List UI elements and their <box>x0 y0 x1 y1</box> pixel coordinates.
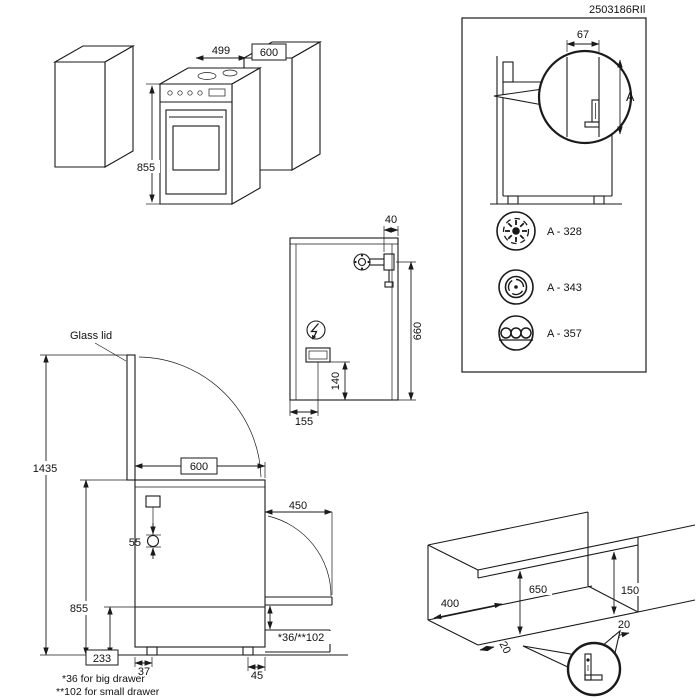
gas-burner-icon <box>502 217 530 245</box>
door-window <box>172 125 220 171</box>
display-window <box>208 88 226 97</box>
dim-width-box <box>251 43 287 61</box>
cooker-body <box>134 479 266 648</box>
front-view-dimensions: 1435 600 855 233 55 450 * <box>28 354 333 682</box>
dim-niche-height: 650 <box>529 584 547 596</box>
dim-gas-edge-offset: 40 <box>385 214 397 226</box>
knob-icon <box>187 90 193 96</box>
dim-open-door: 450 <box>289 500 307 512</box>
niche-view: 650 400 150 20 20 <box>427 511 696 697</box>
gas-inlet-icon <box>353 253 395 288</box>
front-view: Glass lid 1435 600 855 <box>28 330 348 698</box>
lightning-bolt-icon <box>310 323 319 339</box>
dim-side-offset: 55 <box>129 537 141 549</box>
dim-front-height: 855 <box>70 603 88 615</box>
dim-terminal-height: 140 <box>330 372 342 390</box>
dim-terminal-offset: 155 <box>295 416 313 428</box>
foot <box>593 195 605 205</box>
dim-width-box <box>180 457 218 475</box>
detail-panel: 67 A A - 328 <box>461 17 647 373</box>
anti-tilt-bracket-icon <box>584 653 603 681</box>
oven-door <box>165 109 227 195</box>
niche-structure <box>427 511 696 646</box>
hob-option-coil: A - 357 <box>498 315 582 351</box>
hob-option-electric-plate: A - 343 <box>498 269 582 305</box>
open-door <box>265 515 333 606</box>
lid-swing-arc <box>138 356 262 478</box>
dim-cooker-height: 855 <box>137 162 155 174</box>
callout-circle <box>537 49 633 145</box>
dim-niche-depth: 400 <box>441 598 459 610</box>
dim-bracket-left: 20 <box>496 639 512 655</box>
rear-view-dimensions: 40 660 140 155 <box>289 214 424 428</box>
dim-letter-a: A <box>626 90 635 104</box>
hob-option-gas: A - 328 <box>496 211 582 251</box>
hob-ring-icon <box>222 69 238 77</box>
foot <box>507 195 519 205</box>
cooker-isometric <box>157 67 263 205</box>
rear-foot <box>146 646 158 656</box>
glass-lid-label: Glass lid <box>70 330 112 342</box>
dim-plinth-height: 233 <box>93 653 111 665</box>
knob-icon <box>177 90 183 96</box>
dim-wall-gap: 67 <box>577 29 589 41</box>
rear-view: 40 660 140 155 <box>289 214 424 428</box>
dim-niche-width: 499 <box>212 45 230 57</box>
front-foot <box>242 646 254 656</box>
note-small-drawer: **102 for small drawer <box>56 686 160 698</box>
knob-icon <box>167 90 173 96</box>
hob-option-coil-value: A - 357 <box>547 328 582 340</box>
electric-plate-icon <box>504 275 528 299</box>
rear-panel <box>289 237 399 401</box>
left-cabinet <box>52 45 136 168</box>
niche-dimensions: 650 400 150 20 20 <box>433 551 644 656</box>
dim-gas-height: 660 <box>412 322 424 340</box>
glass-lid-open <box>126 354 136 481</box>
callout-detail: 67 A <box>566 29 635 137</box>
door-swing-arc <box>267 515 332 597</box>
hob-ring-icon <box>197 72 217 80</box>
dim-worktop: 150 <box>621 585 639 597</box>
coil-element-icon <box>499 327 533 341</box>
top-isometric-view: 499 600 855 <box>52 41 323 205</box>
rear-roller <box>146 534 160 548</box>
dim-drawer-clearance: *36/**102 <box>278 632 325 644</box>
doc-number: 2503186RIl <box>589 4 645 16</box>
dim-cooker-width: 600 <box>260 47 278 59</box>
dim-front-width: 600 <box>190 461 208 473</box>
dim-bracket-right: 20 <box>618 619 630 631</box>
dim-open-lid-height: 1435 <box>33 463 57 475</box>
knob-icon <box>197 90 203 96</box>
dim-rear-foot: 37 <box>138 666 150 678</box>
top-view-dimensions: 499 600 855 <box>133 43 287 205</box>
note-big-drawer: *36 for big drawer <box>62 673 145 685</box>
dim-front-foot: 45 <box>251 670 263 682</box>
magnifier-circle <box>566 641 622 697</box>
leader-line <box>94 342 127 362</box>
hob-options: A - 328 A - 343 <box>496 211 582 351</box>
hob-option-plate-value: A - 343 <box>547 282 582 294</box>
hob-option-gas-value: A - 328 <box>547 226 582 238</box>
dim-plinth-box <box>85 649 119 666</box>
